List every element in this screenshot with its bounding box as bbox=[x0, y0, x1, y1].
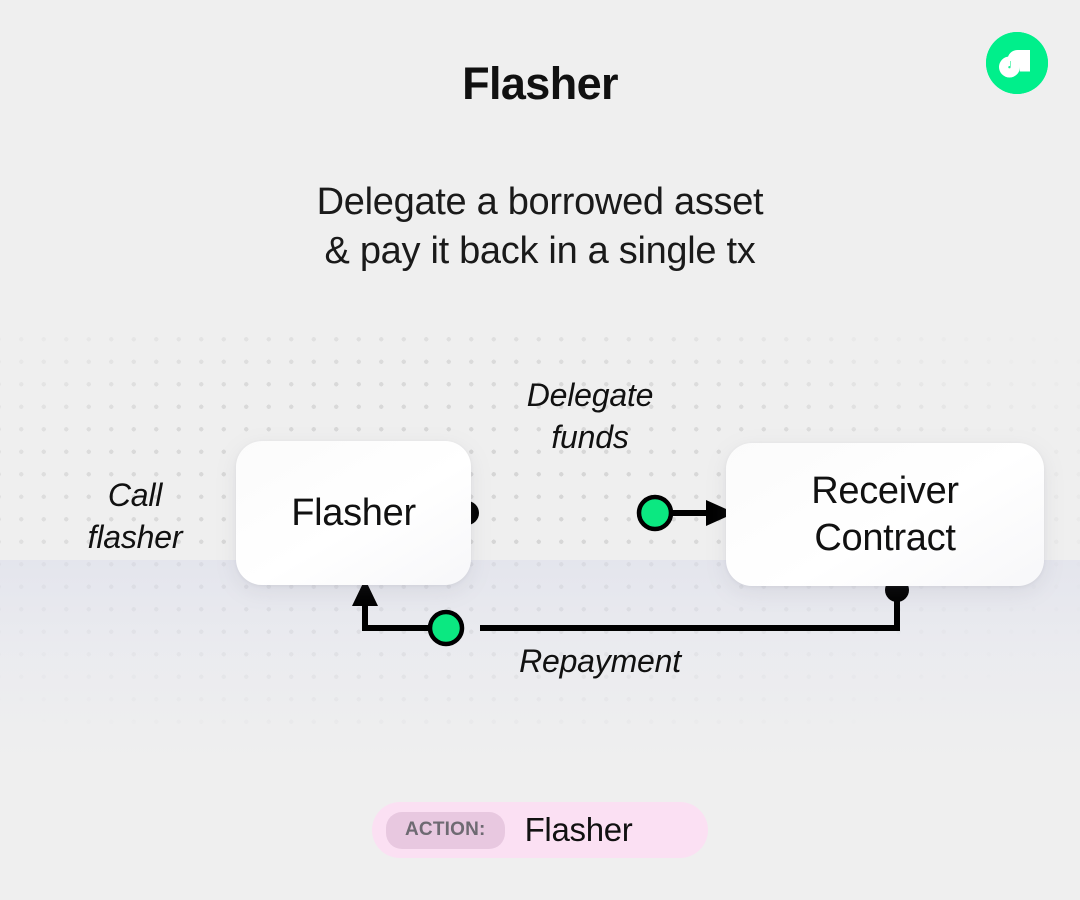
node-receiver-label-line-1: Receiver bbox=[811, 469, 959, 512]
node-receiver-contract[interactable]: Receiver Contract bbox=[726, 443, 1044, 586]
node-receiver-label: Receiver Contract bbox=[811, 468, 959, 562]
edge-token-dot bbox=[636, 494, 674, 532]
edge-label-call-flasher: Call flasher bbox=[35, 474, 235, 558]
edge-token-dot bbox=[427, 609, 465, 647]
edge-label-call-line-1: Call bbox=[107, 477, 163, 513]
edge-label-delegate-funds: Delegate funds bbox=[470, 374, 710, 458]
subtitle-line-1: Delegate a borrowed asset bbox=[316, 181, 764, 223]
edge-label-call-line-2: flasher bbox=[87, 519, 183, 555]
subtitle-line-2: & pay it back in a single tx bbox=[324, 230, 756, 272]
action-pill[interactable]: ACTION: Flasher bbox=[372, 802, 708, 858]
page-subtitle: Delegate a borrowed asset & pay it back … bbox=[0, 178, 1080, 276]
node-receiver-label-line-2: Contract bbox=[814, 516, 956, 559]
edge-label-delegate-line-2: funds bbox=[551, 419, 629, 455]
flow-logo-icon bbox=[986, 32, 1048, 94]
edge-label-repayment: Repayment bbox=[519, 643, 681, 679]
edge-repayment bbox=[352, 578, 909, 647]
page-title: Flasher bbox=[462, 58, 618, 109]
edge-delegate-funds bbox=[455, 494, 735, 532]
edge-label-delegate-line-1: Delegate bbox=[526, 377, 654, 413]
action-value-label: Flasher bbox=[524, 811, 633, 848]
action-tag-label: ACTION: bbox=[386, 811, 505, 849]
node-flasher[interactable]: Flasher bbox=[236, 441, 471, 585]
node-flasher-label: Flasher bbox=[291, 491, 416, 534]
